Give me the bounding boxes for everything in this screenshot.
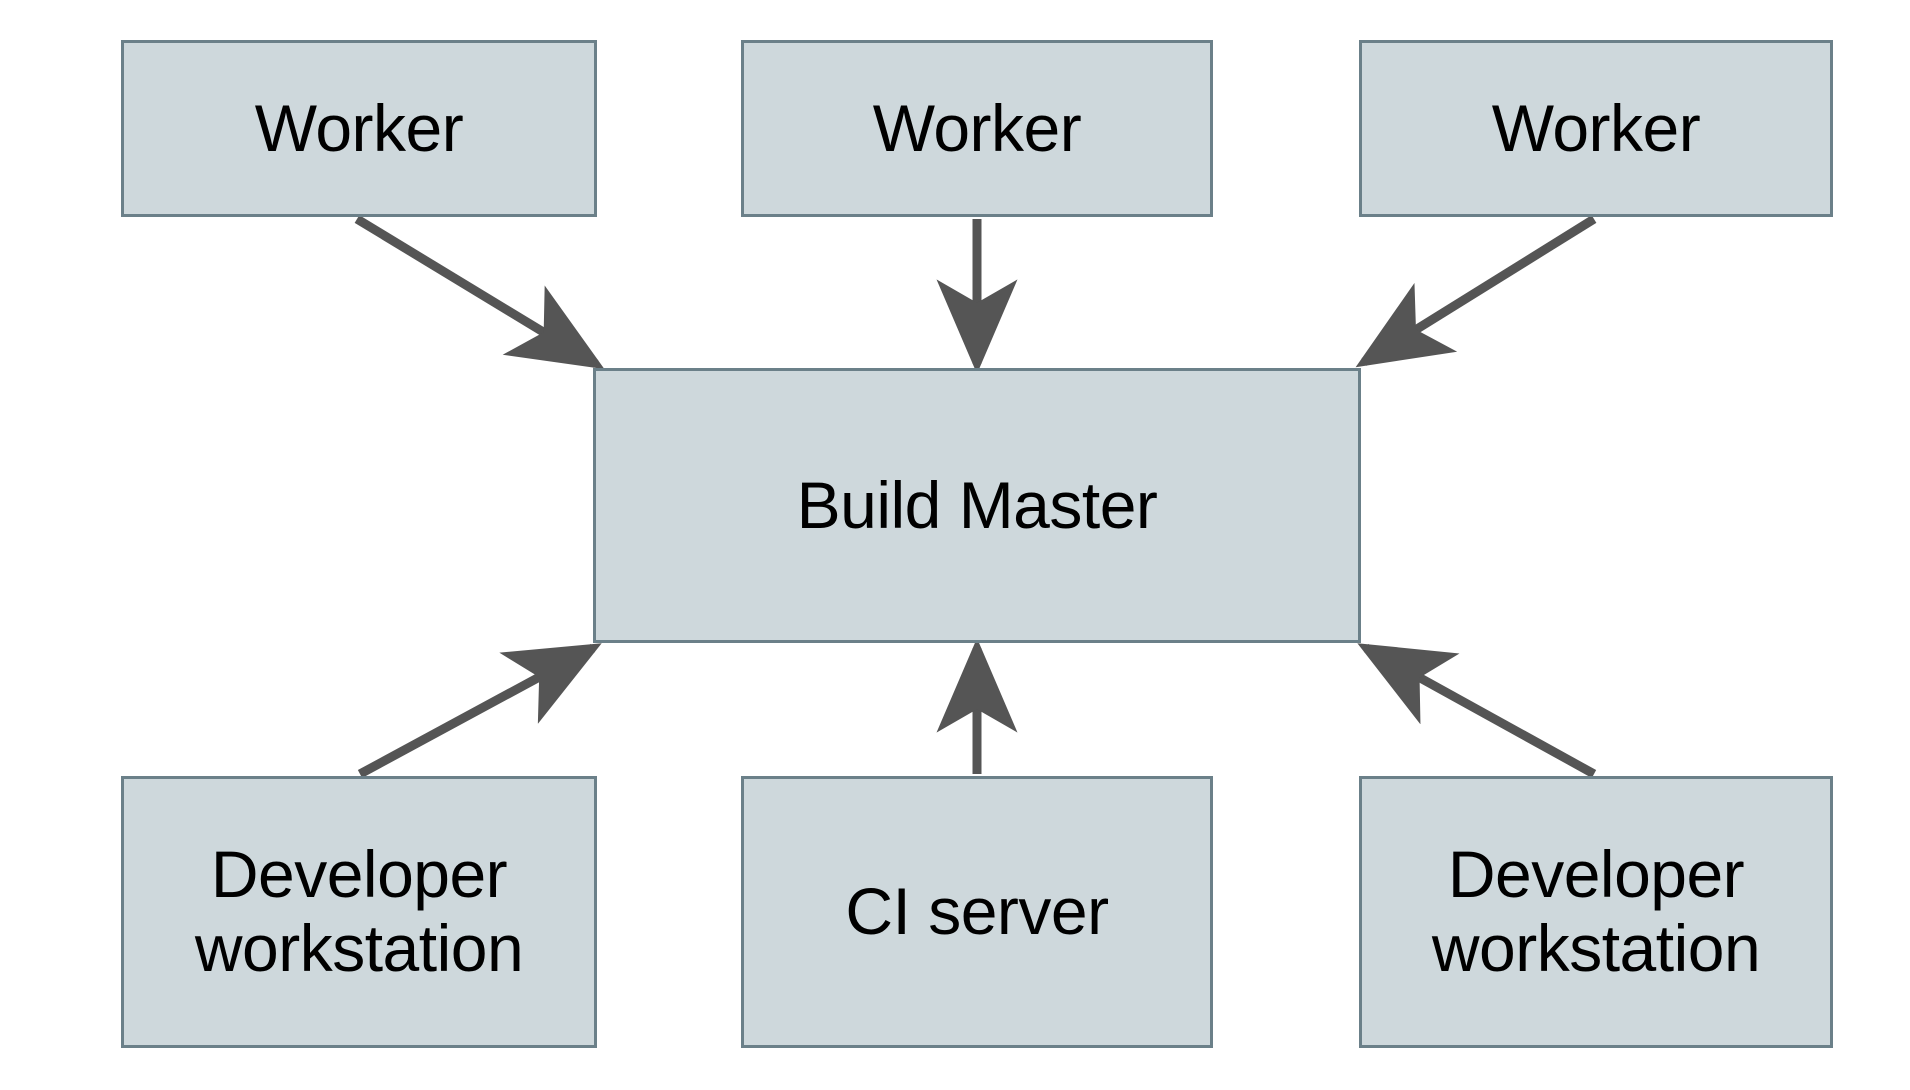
node-developer-workstation-1[interactable]: Developer workstation <box>121 776 597 1048</box>
edge-worker1-to-master <box>354 215 605 370</box>
node-build-master-label: Build Master <box>796 467 1158 542</box>
edge-dev2-to-master <box>1357 643 1597 778</box>
node-worker-2[interactable]: Worker <box>741 40 1213 217</box>
edge-worker3-to-master <box>1355 215 1597 368</box>
node-worker-1-label: Worker <box>254 90 464 165</box>
node-ci-server-label: CI server <box>845 874 1109 949</box>
node-worker-2-label: Worker <box>872 90 1082 165</box>
node-developer-workstation-2-label: Developer workstation <box>1431 837 1761 985</box>
edge-dev1-to-master <box>357 643 602 778</box>
node-worker-3[interactable]: Worker <box>1359 40 1833 217</box>
node-worker-3-label: Worker <box>1491 90 1701 165</box>
node-developer-workstation-1-label: Developer workstation <box>194 837 524 985</box>
node-build-master[interactable]: Build Master <box>593 368 1361 643</box>
node-worker-1[interactable]: Worker <box>121 40 597 217</box>
node-developer-workstation-2[interactable]: Developer workstation <box>1359 776 1833 1048</box>
node-ci-server[interactable]: CI server <box>741 776 1213 1048</box>
